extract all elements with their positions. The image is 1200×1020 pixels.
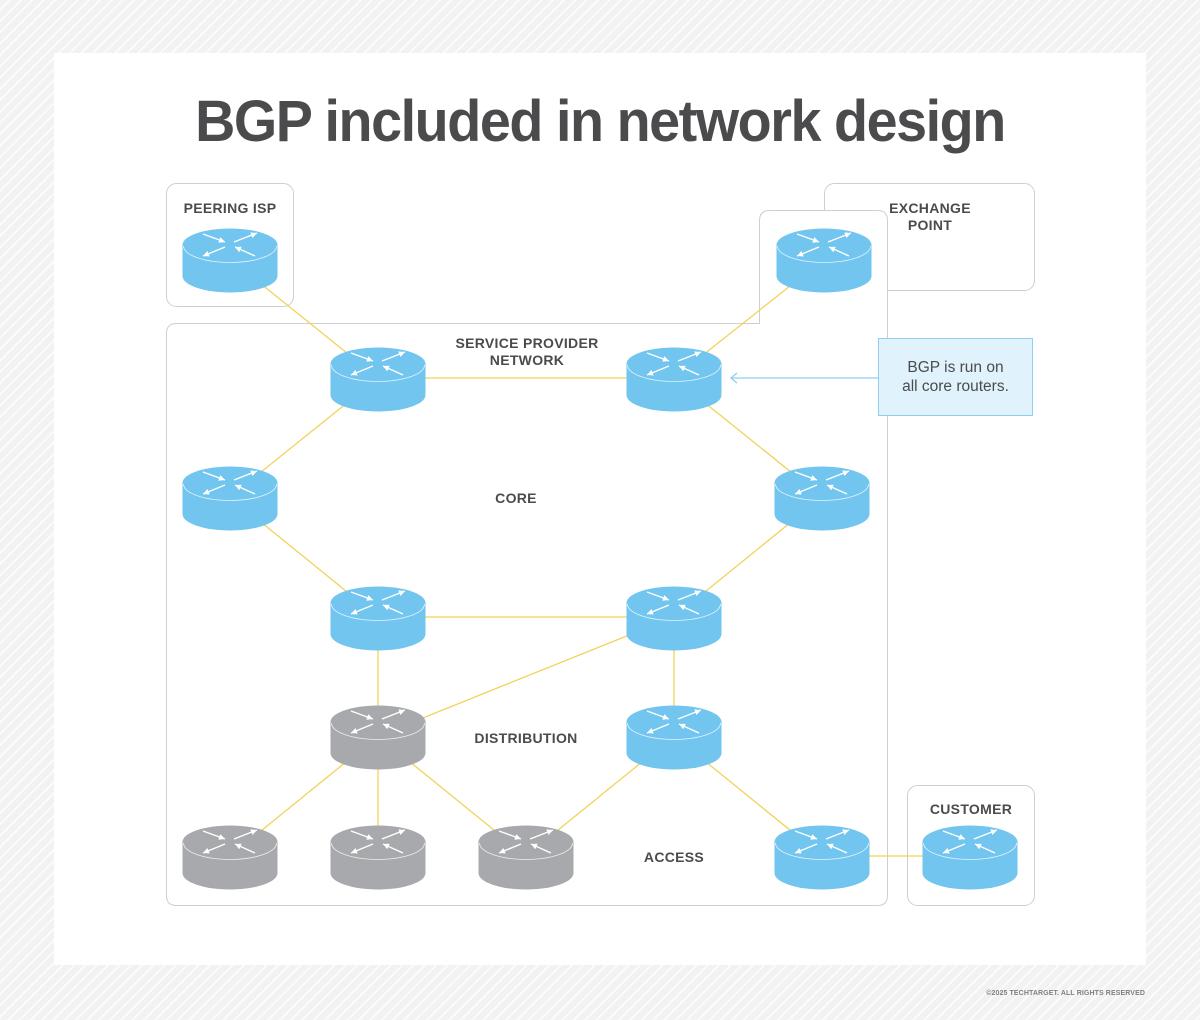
distribution-layer-label: DISTRIBUTION (456, 730, 596, 747)
router-top (922, 825, 1018, 859)
router-arrows-icon (350, 829, 406, 854)
router-top (774, 466, 870, 500)
router-top (626, 705, 722, 739)
access-router-2 (330, 825, 426, 890)
customer-label-text: CUSTOMER (929, 801, 1013, 817)
diagram-title: BGP included in network design (195, 89, 1006, 154)
router-top (776, 228, 872, 262)
router-top (626, 347, 722, 381)
copyright-notice: ©2025 TECHTARGET. ALL RIGHTS RESERVED (986, 990, 1145, 997)
link-core-router-bottom-right-to-distribution-router-left (377, 616, 675, 737)
bgp-callout: BGP is run on all core routers. (878, 338, 1033, 416)
access-router-4 (774, 825, 870, 890)
router-arrows-icon (646, 709, 702, 734)
access-router-3 (478, 825, 574, 890)
router-rim (331, 722, 425, 740)
service-provider-network-box (166, 210, 888, 906)
router-rim (627, 364, 721, 382)
router-arrows-icon (646, 351, 702, 376)
router-rim (183, 842, 277, 860)
router-arrows-icon (202, 829, 258, 854)
callout-line1: BGP is run on (907, 359, 1004, 376)
router-rim (775, 483, 869, 501)
core-router-mid-right (774, 466, 870, 531)
router-arrows-icon (942, 829, 998, 854)
router-top (626, 586, 722, 620)
router-rim (923, 842, 1017, 860)
router-arrows-icon (498, 829, 554, 854)
service-provider-label-line2: NETWORK (489, 352, 565, 368)
core-layer-label: CORE (466, 490, 566, 507)
router-arrows-icon (202, 232, 258, 257)
router-top (478, 825, 574, 859)
router-rim (777, 245, 871, 263)
router-rim (183, 483, 277, 501)
core-router-top-left (330, 347, 426, 412)
core-router-mid-left (182, 466, 278, 531)
router-arrows-icon (794, 470, 850, 495)
router-rim (775, 842, 869, 860)
router-rim (183, 245, 277, 263)
router-top (182, 825, 278, 859)
access-router-1 (182, 825, 278, 890)
core-router-top-right (626, 347, 722, 412)
router-top (330, 705, 426, 739)
callout-line2: all core routers. (902, 378, 1009, 395)
core-label-text: CORE (495, 490, 537, 506)
router-rim (479, 842, 573, 860)
router-top (182, 466, 278, 500)
router-top (182, 228, 278, 262)
peering-isp-router (182, 228, 278, 293)
distribution-router-left (330, 705, 426, 770)
router-arrows-icon (794, 829, 850, 854)
router-arrows-icon (202, 470, 258, 495)
distribution-router-right (626, 705, 722, 770)
core-router-bottom-right (626, 586, 722, 651)
router-top (330, 347, 426, 381)
service-provider-label-line1: SERVICE PROVIDER (455, 335, 599, 351)
peering-isp-label-text: PEERING ISP (183, 200, 277, 216)
routers-layer (182, 228, 1018, 890)
router-rim (331, 603, 425, 621)
router-rim (331, 364, 425, 382)
router-top (330, 825, 426, 859)
peering-isp-label: PEERING ISP (166, 200, 294, 217)
callout-arrow (729, 372, 878, 384)
exchange-point-label-line1: EXCHANGE (889, 200, 971, 216)
customer-router (922, 825, 1018, 890)
exchange-point-label: EXCHANGE POINT (870, 200, 990, 234)
router-rim (627, 722, 721, 740)
exchange-point-router (776, 228, 872, 293)
router-rim (331, 842, 425, 860)
router-top (330, 586, 426, 620)
customer-label: CUSTOMER (907, 801, 1035, 818)
core-router-bottom-left (330, 586, 426, 651)
access-label-text: ACCESS (643, 849, 705, 865)
router-arrows-icon (350, 351, 406, 376)
router-rim (627, 603, 721, 621)
router-top (774, 825, 870, 859)
router-arrows-icon (350, 590, 406, 615)
access-layer-label: ACCESS (624, 849, 724, 866)
router-arrows-icon (350, 709, 406, 734)
router-arrows-icon (796, 232, 852, 257)
service-provider-network-label: SERVICE PROVIDER NETWORK (447, 335, 607, 369)
router-arrows-icon (646, 590, 702, 615)
distribution-label-text: DISTRIBUTION (474, 730, 578, 746)
exchange-point-label-line2: POINT (907, 217, 953, 233)
